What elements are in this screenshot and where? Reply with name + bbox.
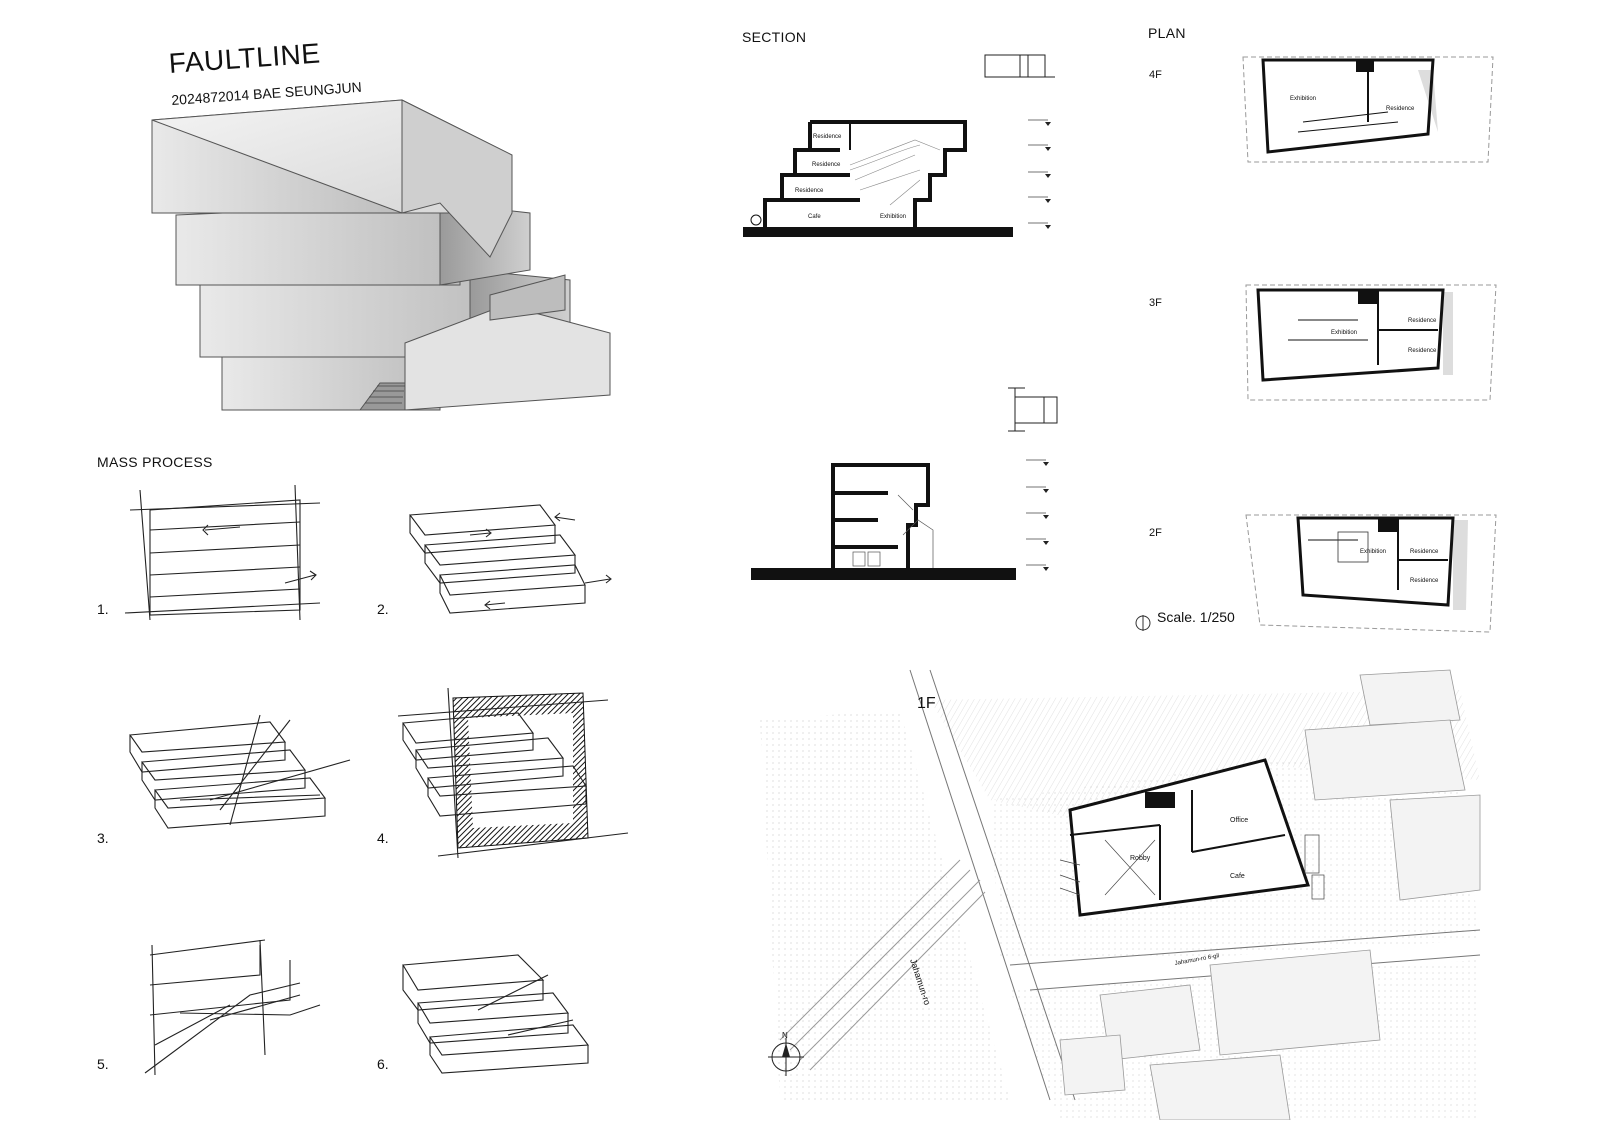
plan-heading: PLAN xyxy=(1148,25,1186,41)
mass-sketch-6 xyxy=(402,954,590,1074)
mass-sketch-4 xyxy=(398,688,629,859)
plan-2f-residence-2: Residence xyxy=(1410,578,1439,584)
plan-3f-residence-1: Residence xyxy=(1408,318,1437,324)
section-label-residence-3: Residence xyxy=(813,134,842,140)
section-label-exhibition: Exhibition xyxy=(880,214,906,220)
floor-label-4f: 4F xyxy=(1149,69,1162,81)
scale-label: Scale. 1/250 xyxy=(1157,609,1235,625)
mass-step-1-label: 1. xyxy=(97,601,109,617)
plan-2f: Exhibition Residence Residence xyxy=(1245,514,1497,633)
plan-3f-exhibition: Exhibition xyxy=(1331,330,1357,336)
site-plan-1f: 1F Office Cafe Robby Jahamun-ro Jahamun-… xyxy=(760,660,1500,1120)
section-label-cafe: Cafe xyxy=(808,214,821,220)
plan-2f-residence-1: Residence xyxy=(1410,549,1439,555)
mass-sketch-5 xyxy=(144,939,321,1076)
plan-1f-office: Office xyxy=(1230,817,1248,824)
floor-label-2f: 2F xyxy=(1149,527,1162,539)
mass-sketch-1 xyxy=(124,485,321,621)
section-key-plan-1 xyxy=(984,54,1055,78)
plan-4f-exhibition: Exhibition xyxy=(1290,96,1316,102)
section-key-plan-2 xyxy=(1008,387,1058,432)
section-label-residence-2: Residence xyxy=(812,162,841,168)
project-title: FAULTLINE xyxy=(167,37,322,80)
plan-3f-residence-2: Residence xyxy=(1408,348,1437,354)
mass-sketch-3 xyxy=(129,714,351,829)
mass-step-4-label: 4. xyxy=(377,830,389,846)
mass-process-heading: MASS PROCESS xyxy=(97,454,213,470)
mass-sketch-2 xyxy=(408,504,612,614)
plan-3f: Exhibition Residence Residence xyxy=(1245,284,1497,401)
north-label: N xyxy=(782,1031,788,1040)
mass-step-6-label: 6. xyxy=(377,1056,389,1072)
plan-4f: Exhibition Residence xyxy=(1242,56,1494,163)
floor-label-3f: 3F xyxy=(1149,297,1162,309)
plan-1f-robby: Robby xyxy=(1130,855,1151,862)
mass-step-5-label: 5. xyxy=(97,1056,109,1072)
plan-1f-cafe: Cafe xyxy=(1230,873,1245,880)
plan-2f-exhibition: Exhibition xyxy=(1360,549,1386,555)
section-heading: SECTION xyxy=(742,29,807,45)
north-small-icon xyxy=(1135,615,1151,631)
mass-step-3-label: 3. xyxy=(97,830,109,846)
section-label-residence-1: Residence xyxy=(795,188,824,194)
north-arrow-icon xyxy=(768,1038,804,1076)
mass-render xyxy=(151,99,611,411)
section-drawing-2 xyxy=(751,459,1049,580)
section-drawing-1: Residence Residence Residence Cafe Exhib… xyxy=(743,119,1051,237)
mass-step-2-label: 2. xyxy=(377,601,389,617)
floor-label-1f: 1F xyxy=(917,695,936,712)
plan-4f-residence: Residence xyxy=(1386,106,1415,112)
